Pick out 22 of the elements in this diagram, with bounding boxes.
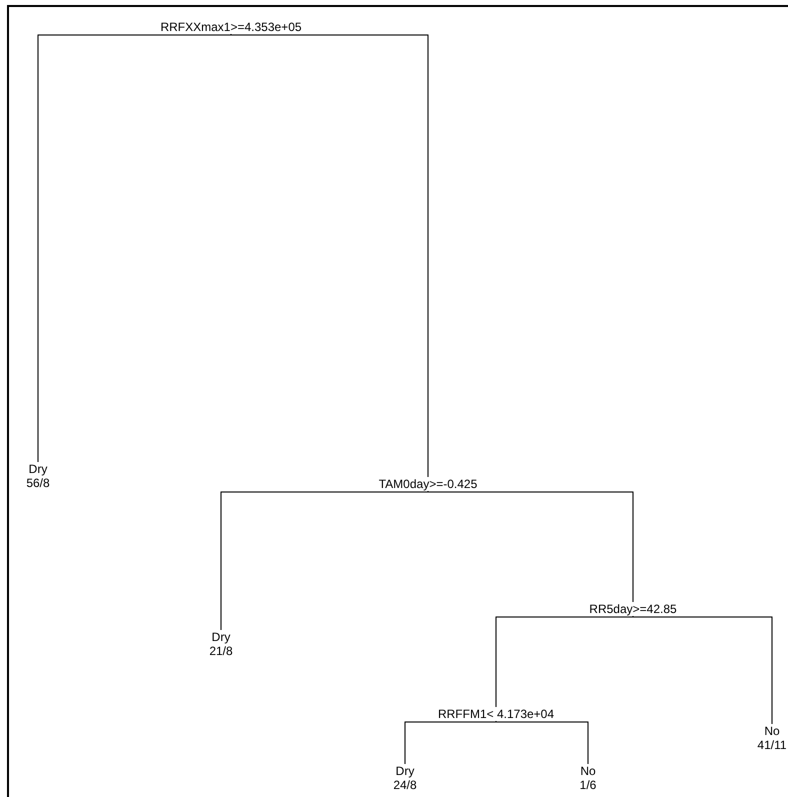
- tree-branch: [230, 34, 428, 478]
- count-label: 1/6: [580, 778, 596, 792]
- count-label: 21/8: [209, 644, 233, 658]
- split-label: RR5day>=42.85: [589, 602, 677, 616]
- tree-branch: [220, 490, 428, 630]
- class-label: Dry: [28, 462, 48, 476]
- tree-branch: [632, 616, 772, 724]
- class-label: Dry: [394, 764, 416, 778]
- tree-branch: [404, 720, 496, 764]
- tree-branch: [496, 720, 588, 764]
- tree-branch: [496, 616, 634, 708]
- count-label: 24/8: [393, 778, 417, 792]
- count-label: 56/8: [26, 476, 50, 490]
- split-label: RRFFM1< 4.173e+04: [438, 707, 554, 721]
- tree-branch: [38, 34, 232, 462]
- split-label: TAM0day>=-0.425: [378, 477, 478, 491]
- class-label: Dry: [210, 630, 232, 644]
- count-label: 41/11: [757, 738, 787, 752]
- class-label: No: [763, 724, 781, 738]
- class-label: No: [580, 764, 596, 778]
- tree-branch: [428, 490, 634, 602]
- split-label: RRFXXmax1>=4.353e+05: [160, 20, 302, 34]
